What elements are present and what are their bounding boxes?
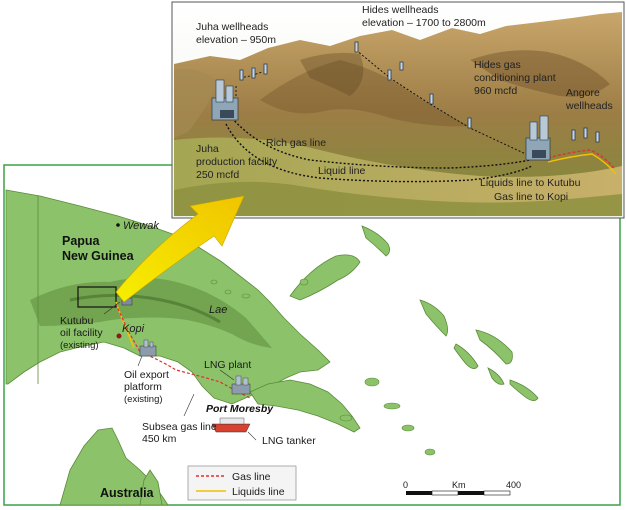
label-wewak: Wewak [123,220,159,232]
label-hides-wellheads-2: elevation – 1700 to 2800m [362,17,486,29]
australia-landmass [59,427,169,506]
label-juha-wellheads-2: elevation – 950m [196,34,276,46]
rich-gas-line-route [231,117,531,169]
label-lng-plant: LNG plant [204,359,251,371]
cape-york [139,469,163,506]
new-britain [289,254,361,301]
scale-seg-3 [458,491,484,495]
label-port-moresby: Port Moresby [206,403,274,415]
wewak-dot-icon [116,223,120,227]
label-gas-to-kopi: Gas line to Kopi [494,191,568,203]
label-juha-facility-1: Juha [196,143,219,155]
left-slope [174,69,218,138]
scale-bar: 0 Km 400 [403,480,521,496]
label-oil-export-1: Oil export [124,369,169,381]
legend-gas-label: Gas line [232,471,271,483]
leader-tanker [247,431,257,441]
juha-production-facility-icon [211,79,239,121]
hides-wellhead-lines [355,49,531,157]
island [299,278,309,286]
highland-ridge [69,293,221,324]
scale-seg-4 [483,490,511,496]
kopi-marker-icon [116,333,122,339]
label-subsea-1: Subsea gas line [142,421,217,433]
island [241,293,251,299]
legend-liquids-label: Liquids line [232,486,285,498]
label-subsea-2: 450 km [142,433,177,445]
label-new-guinea: New Guinea [62,249,135,263]
solomon-island-3 [509,379,539,401]
ridge-shadow-3 [300,52,364,96]
label-oil-export-3: (existing) [124,394,163,405]
leader-oil-export [137,355,143,367]
label-papua: Papua [62,234,101,248]
bougainville [419,299,448,337]
label-hides-plant-2: conditioning plant [474,72,556,84]
hides-wellhead-icons [354,41,472,129]
label-angore-1: Angore [566,87,600,99]
legend-box [187,465,297,501]
island [339,414,353,422]
lng-tanker-icon [211,417,251,433]
leader-kutubu [103,301,121,315]
label-juha-facility-2: production facility [196,156,278,168]
liquids-line-to-kutubu-route [547,153,617,175]
solomon-island-1 [475,329,513,365]
label-liquid-line: Liquid line [318,165,365,177]
island [401,424,415,432]
island [210,279,218,285]
ridge-shadow-1 [260,60,470,127]
label-australia: Australia [100,486,155,500]
label-liquids-to-kutubu: Liquids line to Kutubu [480,177,581,189]
scale-unit: Km [452,480,466,490]
oil-export-platform-icon [139,339,157,357]
hides-plant-icon [525,115,551,161]
label-oil-export-2: platform [124,381,162,393]
label-hides-plant-1: Hides gas [474,59,521,71]
label-hides-plant-3: 960 mcfd [474,85,517,97]
label-rich-gas-line: Rich gas line [266,137,326,149]
scale-seg-1 [406,491,432,495]
island [383,402,401,410]
papuan-peninsula [249,379,361,433]
label-kutubu-2: oil facility [60,327,103,339]
label-juha-wellheads-1: Juha wellheads [196,21,268,33]
legend: Gas line Liquids line [187,465,297,501]
label-juha-facility-3: 250 mcfd [196,169,239,181]
ridge-shadow-2 [470,50,610,97]
callout-arrow [115,195,245,303]
scale-seg-2 [431,490,459,496]
label-kutubu-3: (existing) [60,340,99,351]
foreground-hills [174,181,622,216]
new-ireland [361,225,390,257]
scale-min: 0 [403,480,408,490]
main-map: Wewak Papua New Guinea Lae Kopi Kutubu o… [3,164,621,506]
label-hides-wellheads-1: Hides wellheads [362,4,438,16]
angore-wellhead-icons [571,127,600,143]
label-lng-tanker: LNG tanker [262,435,316,447]
juha-wellhead-icons [239,63,268,81]
label-kutubu-1: Kutubu [60,315,93,327]
gas-line-to-kopi-route [547,149,615,169]
leader-lng-plant [219,369,235,381]
scale-max: 400 [506,480,521,490]
solomon-island-4 [487,367,505,385]
island [364,377,380,387]
lng-plant-icon [231,375,251,395]
inset-panel: Juha wellheads elevation – 950m Hides we… [171,1,625,219]
label-angore-2: wellheads [565,100,613,112]
label-kopi: Kopi [122,323,145,335]
leader-subsea [183,393,195,417]
label-lae: Lae [209,304,227,316]
island [224,289,232,295]
solomon-island-2 [453,343,479,369]
juha-wellhead-lines [235,71,263,96]
island [424,448,436,456]
inset-region-box [77,286,117,308]
